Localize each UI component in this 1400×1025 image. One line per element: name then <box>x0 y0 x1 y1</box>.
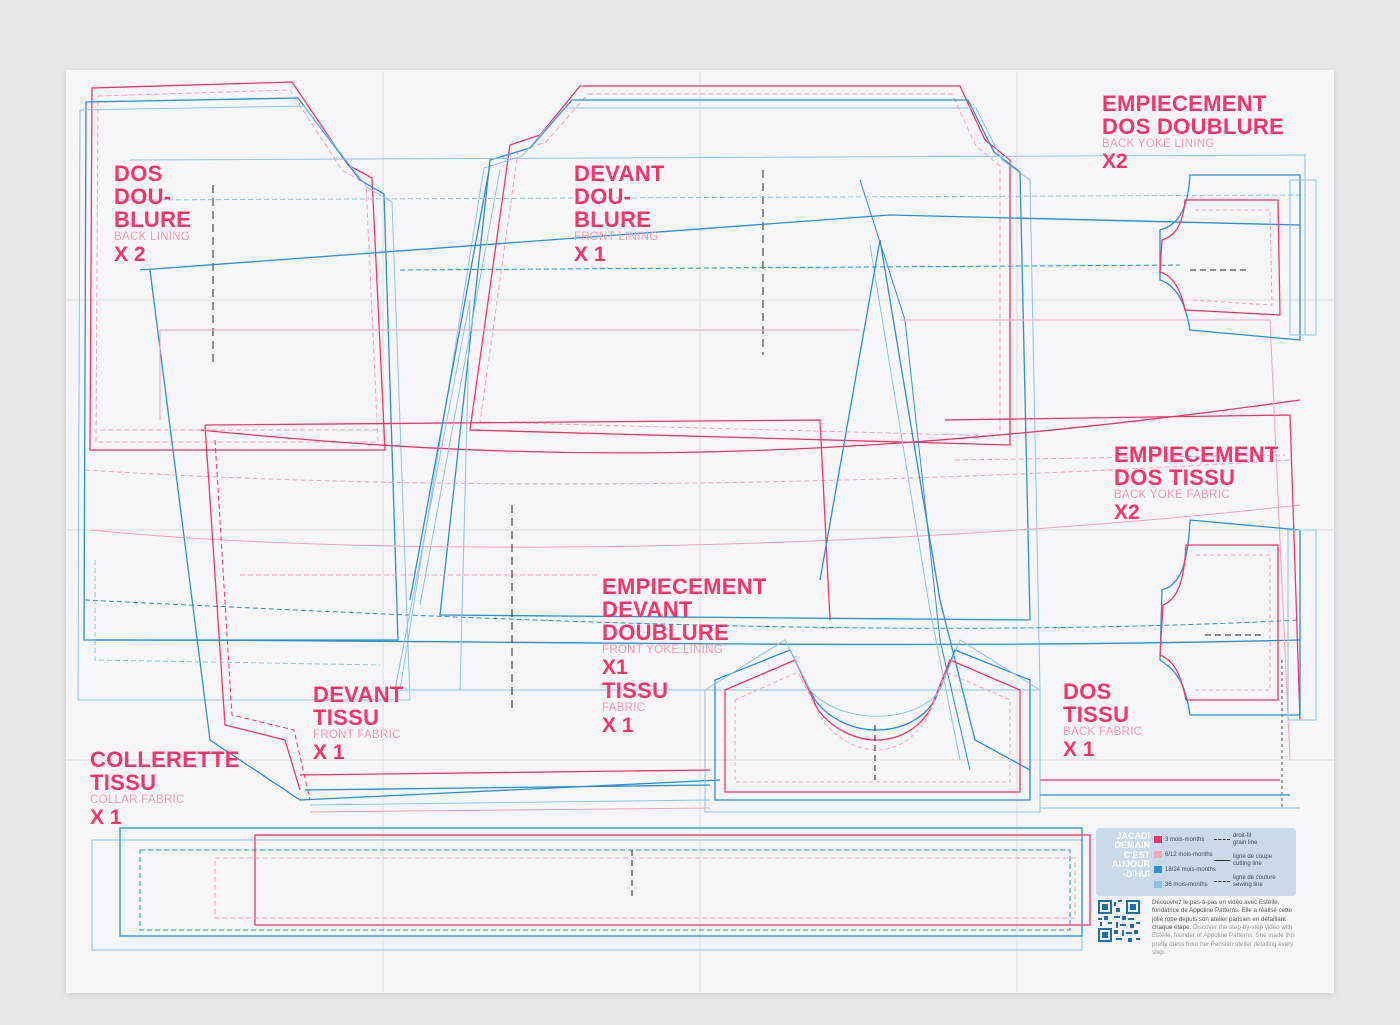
size-label: 3 mois-months <box>1165 837 1205 844</box>
piece-label-front-yoke: EMPIECEMENT DEVANT DOUBLURE FRONT YOKE L… <box>602 575 767 737</box>
piece-subtitle: FRONT FABRIC <box>313 729 401 742</box>
piece-count-secondary: X 1 <box>602 713 634 737</box>
legend-size-row: 6/12 mois-months <box>1154 851 1213 858</box>
line-label: droit-fil grain line <box>1233 833 1258 846</box>
piece-label-back-yoke-fabric: EMPIECEMENT DOS TISSU BACK YOKE FABRIC X… <box>1114 443 1279 524</box>
front-yoke-outlines <box>704 639 1041 813</box>
piece-label-front-fabric: DEVANT TISSU FRONT FABRIC X 1 <box>313 683 404 764</box>
size-label: 36 mois-months <box>1165 882 1208 889</box>
piece-subtitle: COLLAR FABRIC <box>90 794 185 807</box>
legend-line-row: droit-fil grain line <box>1214 833 1257 846</box>
piece-label-back-fabric: DOS TISSU BACK FABRIC X 1 <box>1063 680 1142 761</box>
collar-outlines <box>91 827 1091 951</box>
piece-title: DOS TISSU <box>1063 679 1130 728</box>
back-lining-outlines <box>77 81 411 701</box>
info-text-fr: Découvrez le pas-à-pas en vidéo avec Est… <box>1152 899 1292 932</box>
info-text: Découvrez le pas-à-pas en vidéo avec Est… <box>1152 899 1298 958</box>
back-yoke-fabric-outlines <box>1159 519 1317 721</box>
piece-subtitle-secondary: FABRIC <box>602 702 646 715</box>
piece-label-front-lining: DEVANT DOU- BLURE FRONT LINING X 1 <box>574 162 665 266</box>
legend-size-row: 36 mois-months <box>1154 881 1208 888</box>
size-label: 6/12 mois-months <box>1165 852 1213 859</box>
info-text-en: Discover the step-by-step video with Est… <box>1152 924 1296 957</box>
piece-title: EMPIECEMENT DEVANT DOUBLURE <box>602 574 767 646</box>
large-pieces-outlines <box>84 154 1306 808</box>
line-label: ligne de coupe cutting line <box>1233 854 1273 867</box>
piece-label-back-lining: DOS DOU- BLURE BACK LINING X 2 <box>114 162 191 266</box>
piece-count: X 1 <box>1063 737 1095 761</box>
bottom-bands-outlines <box>299 769 1300 813</box>
piece-subtitle: BACK FABRIC <box>1063 726 1143 739</box>
grain-line-sample <box>1214 839 1230 841</box>
piece-count: X 1 <box>90 805 122 829</box>
qr-code-icon[interactable] <box>1098 900 1140 942</box>
legend-box: JACADI DEMAIN C'EST AUJOUR -D'HUI 3 mois… <box>1096 828 1296 896</box>
legend-size-row: 18/24 mois-months <box>1154 866 1216 873</box>
piece-title: EMPIECEMENT DOS DOUBLURE <box>1102 91 1285 140</box>
piece-label-back-yoke-lining: EMPIECEMENT DOS DOUBLURE BACK YOKE LININ… <box>1102 92 1284 173</box>
piece-label-collar-fabric: COLLERETTE TISSU COLLAR FABRIC X 1 <box>90 748 240 829</box>
piece-subtitle: FRONT YOKE LINING <box>602 644 723 657</box>
piece-subtitle: BACK YOKE LINING <box>1102 138 1215 151</box>
size-label: 18/24 mois-months <box>1165 867 1217 874</box>
legend-size-row: 3 mois-months <box>1154 836 1204 843</box>
back-yoke-lining-outlines <box>1159 174 1317 341</box>
piece-subtitle: BACK LINING <box>114 231 191 244</box>
piece-count: X2 <box>1102 149 1128 173</box>
size-swatch <box>1154 836 1162 843</box>
brand-logo: JACADI DEMAIN C'EST AUJOUR -D'HUI <box>1111 831 1150 879</box>
legend-line-row: ligne de couture sewing line <box>1214 875 1276 888</box>
size-swatch <box>1154 881 1162 888</box>
legend-line-row: ligne de coupe cutting line <box>1214 854 1272 867</box>
piece-title: COLLERETTE TISSU <box>90 747 240 796</box>
piece-count: X1 <box>602 655 628 679</box>
cutting-line-sample <box>1214 860 1230 862</box>
piece-count: X 2 <box>114 242 146 266</box>
piece-count: X 1 <box>574 242 606 266</box>
piece-title-secondary: TISSU <box>602 677 669 703</box>
piece-subtitle: FRONT LINING <box>574 231 659 244</box>
size-swatch <box>1154 851 1162 858</box>
line-label: ligne de couture sewing line <box>1233 875 1276 888</box>
piece-count: X2 <box>1114 500 1140 524</box>
piece-title: DOS DOU- BLURE <box>114 161 192 233</box>
piece-title: DEVANT DOU- BLURE <box>574 161 665 233</box>
piece-title: DEVANT TISSU <box>313 682 404 731</box>
piece-title: EMPIECEMENT DOS TISSU <box>1114 442 1279 491</box>
fold-lines <box>66 72 1334 992</box>
size-swatch <box>1154 866 1162 873</box>
piece-subtitle: BACK YOKE FABRIC <box>1114 489 1230 502</box>
piece-count: X 1 <box>313 740 345 764</box>
sewing-line-sample <box>1214 881 1230 883</box>
